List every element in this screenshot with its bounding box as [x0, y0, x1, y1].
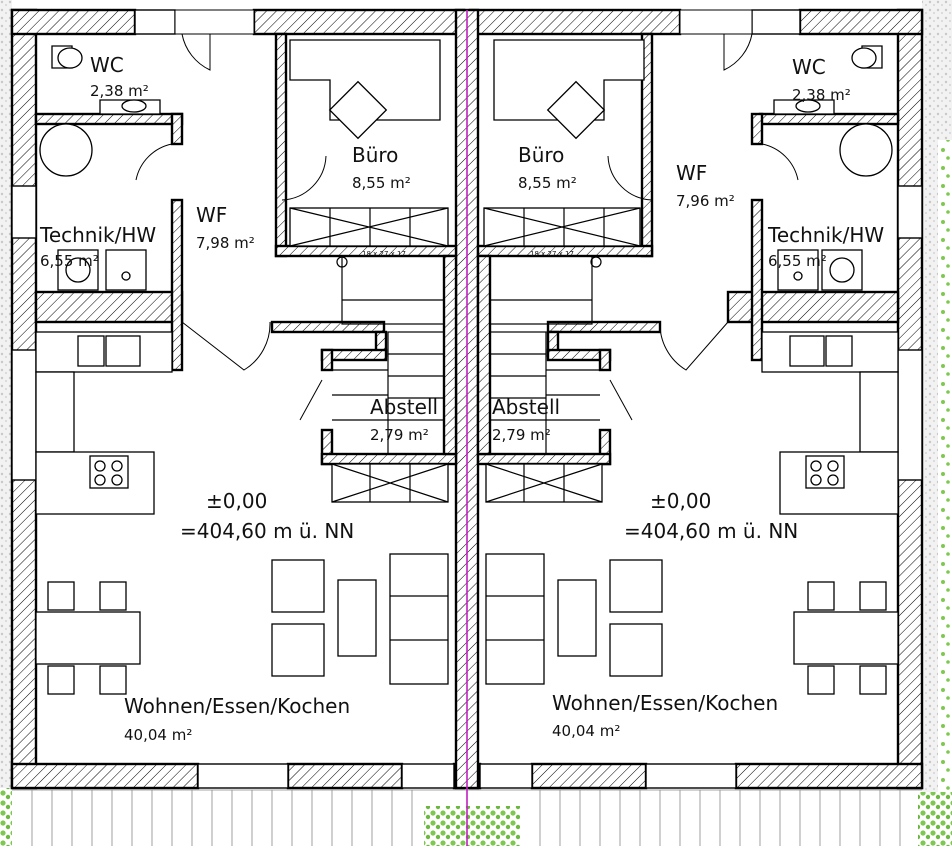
right-abstell-area: 2,79 m²	[492, 426, 551, 444]
gravel-strip-left	[0, 0, 12, 846]
left-kitchen	[35, 331, 173, 515]
right-stair-note: 18 x 27 x 17	[530, 250, 574, 258]
left-buero-desk	[289, 39, 441, 140]
left-technik-area: 6,55 m²	[40, 252, 99, 270]
right-wohnen-name: Wohnen/Essen/Kochen	[552, 691, 778, 715]
left-inner-walls	[34, 32, 458, 466]
right-technik-area: 6,55 m²	[768, 252, 827, 270]
left-wc-name: WC	[90, 53, 124, 77]
left-wohnen-name: Wohnen/Essen/Kochen	[124, 694, 350, 718]
right-wc-fixtures	[773, 45, 883, 115]
left-level: ±0,00	[206, 489, 267, 513]
hedge-right	[938, 140, 952, 846]
left-stair	[332, 255, 445, 455]
right-wc-name: WC	[792, 55, 826, 79]
right-technik-name: Technik/HW	[767, 223, 884, 247]
door-swings	[135, 33, 799, 421]
right-openings	[479, 9, 923, 789]
right-abstell-name: Abstell	[492, 395, 560, 419]
right-elevation: =404,60 m ü. NN	[624, 519, 798, 543]
hedge-bottom-right	[918, 792, 952, 846]
left-abstell-area: 2,79 m²	[370, 426, 429, 444]
left-buero-area: 8,55 m²	[352, 174, 411, 192]
left-dining	[35, 581, 141, 695]
right-living	[485, 553, 663, 685]
left-openings	[11, 9, 455, 789]
left-wc-area: 2,38 m²	[90, 82, 149, 100]
hedge-bottom-left	[0, 788, 12, 846]
left-wf-area: 7,98 m²	[196, 234, 255, 252]
left-wc-fixtures	[51, 45, 161, 115]
left-wf-name: WF	[196, 203, 227, 227]
left-technik-fixtures	[39, 123, 147, 291]
left-wohnen-area: 40,04 m²	[124, 726, 192, 744]
right-inner-walls	[476, 32, 900, 466]
left-living	[271, 553, 449, 685]
right-wohnen-area: 40,04 m²	[552, 722, 620, 740]
left-buero-name: Büro	[352, 143, 398, 167]
hedge-bottom-center	[424, 806, 520, 846]
left-wardrobe	[289, 207, 449, 247]
right-dining	[793, 581, 899, 695]
right-kitchen	[761, 331, 899, 515]
right-buero-desk	[493, 39, 645, 140]
right-wc-area: 2,38 m²	[792, 86, 851, 104]
right-wf-name: WF	[676, 161, 707, 185]
left-stair-note: 18 x 27 x 17	[362, 250, 406, 258]
terrace-boards	[12, 789, 922, 846]
left-technik-name: Technik/HW	[39, 223, 156, 247]
left-elevation: =404,60 m ü. NN	[180, 519, 354, 543]
right-buero-area: 8,55 m²	[518, 174, 577, 192]
right-stair	[489, 255, 602, 455]
right-wardrobe	[483, 207, 641, 247]
right-level: ±0,00	[650, 489, 711, 513]
right-technik-fixtures	[777, 123, 893, 291]
left-wardrobe-low	[331, 463, 449, 503]
right-wf-area: 7,96 m²	[676, 192, 735, 210]
right-wardrobe-low	[485, 463, 603, 503]
left-abstell-name: Abstell	[370, 395, 438, 419]
right-buero-name: Büro	[518, 143, 564, 167]
